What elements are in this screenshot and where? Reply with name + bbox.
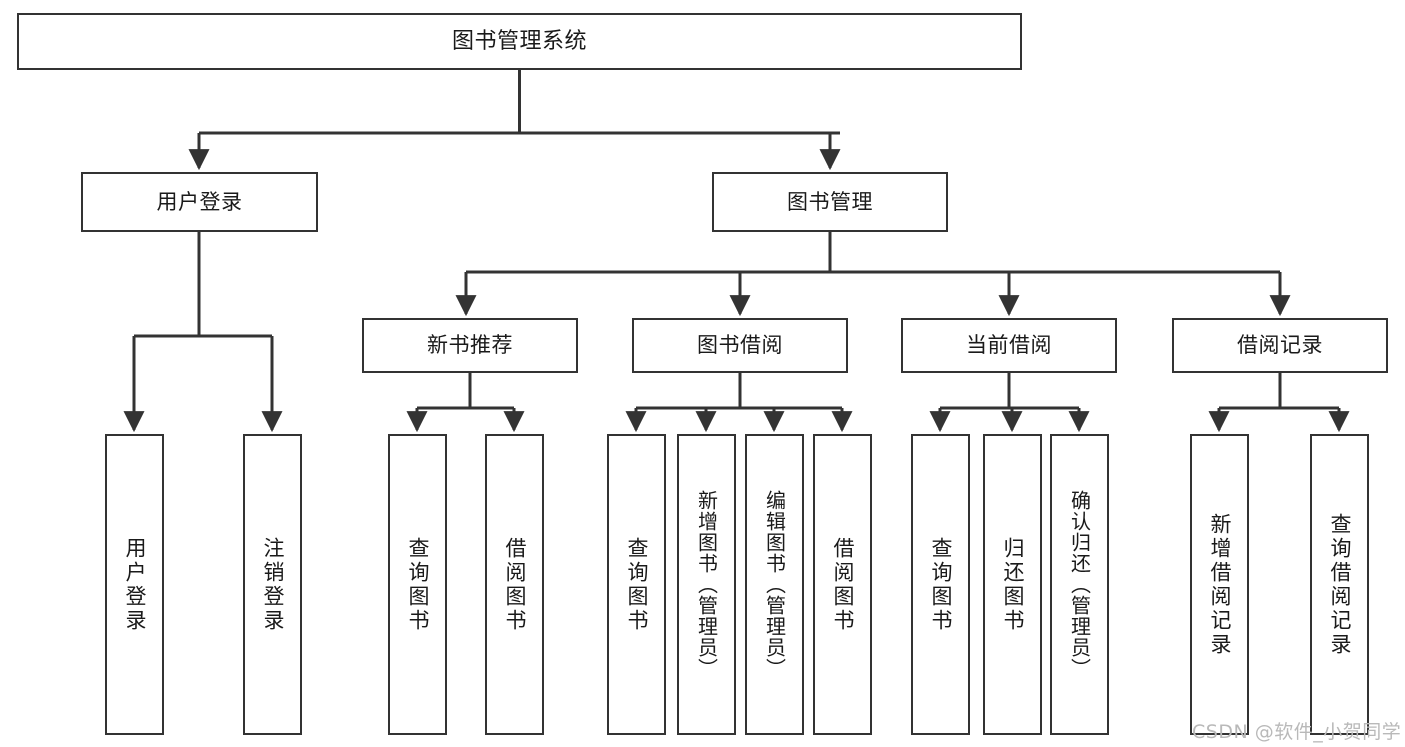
node-leaf-borrow-book-2[interactable]: 借阅图书 [813, 434, 872, 735]
node-new-book-recommend[interactable]: 新书推荐 [362, 318, 578, 373]
node-current-borrow-label: 当前借阅 [966, 333, 1052, 358]
node-leaf-user-login[interactable]: 用户登录 [105, 434, 164, 735]
csdn-watermark: CSDN @软件_小贺同学 [1192, 721, 1402, 743]
node-book-manage-label: 图书管理 [787, 189, 873, 214]
node-leaf-edit-book-label: 编辑图书（管理员） [762, 490, 787, 679]
node-leaf-borrow-book-2-label: 借阅图书 [831, 536, 855, 633]
node-leaf-add-book-label: 新增图书（管理员） [694, 490, 719, 679]
node-leaf-borrow-book-1[interactable]: 借阅图书 [485, 434, 544, 735]
node-leaf-confirm-return-label: 确认归还（管理员） [1067, 490, 1092, 679]
node-leaf-user-login-label: 用户登录 [123, 536, 147, 633]
node-leaf-edit-book[interactable]: 编辑图书（管理员） [745, 434, 804, 735]
node-leaf-logout-login[interactable]: 注销登录 [243, 434, 302, 735]
node-user-login[interactable]: 用户登录 [81, 172, 318, 232]
node-new-book-recommend-label: 新书推荐 [427, 333, 513, 358]
node-leaf-query-book-3[interactable]: 查询图书 [911, 434, 970, 735]
node-borrow-record[interactable]: 借阅记录 [1172, 318, 1388, 373]
node-leaf-query-book-1-label: 查询图书 [406, 536, 430, 633]
node-leaf-logout-login-label: 注销登录 [261, 536, 285, 633]
node-borrow-record-label: 借阅记录 [1237, 333, 1323, 358]
node-book-borrow[interactable]: 图书借阅 [632, 318, 848, 373]
node-leaf-return-book[interactable]: 归还图书 [983, 434, 1042, 735]
node-leaf-query-borrow-record-label: 查询借阅记录 [1328, 512, 1352, 657]
node-current-borrow[interactable]: 当前借阅 [901, 318, 1117, 373]
node-book-manage[interactable]: 图书管理 [712, 172, 948, 232]
node-leaf-confirm-return[interactable]: 确认归还（管理员） [1050, 434, 1109, 735]
node-leaf-add-borrow-record-label: 新增借阅记录 [1208, 512, 1232, 657]
node-leaf-add-borrow-record[interactable]: 新增借阅记录 [1190, 434, 1249, 735]
node-user-login-label: 用户登录 [156, 189, 243, 214]
node-root-label: 图书管理系统 [451, 28, 587, 54]
node-root[interactable]: 图书管理系统 [17, 13, 1022, 70]
node-leaf-return-book-label: 归还图书 [1001, 536, 1025, 633]
node-leaf-borrow-book-1-label: 借阅图书 [503, 536, 527, 633]
node-leaf-add-book[interactable]: 新增图书（管理员） [677, 434, 736, 735]
node-leaf-query-book-3-label: 查询图书 [929, 536, 953, 633]
node-book-borrow-label: 图书借阅 [697, 333, 783, 358]
node-leaf-query-book-2[interactable]: 查询图书 [607, 434, 666, 735]
node-leaf-query-book-1[interactable]: 查询图书 [388, 434, 447, 735]
node-leaf-query-book-2-label: 查询图书 [625, 536, 649, 633]
node-leaf-query-borrow-record[interactable]: 查询借阅记录 [1310, 434, 1369, 735]
